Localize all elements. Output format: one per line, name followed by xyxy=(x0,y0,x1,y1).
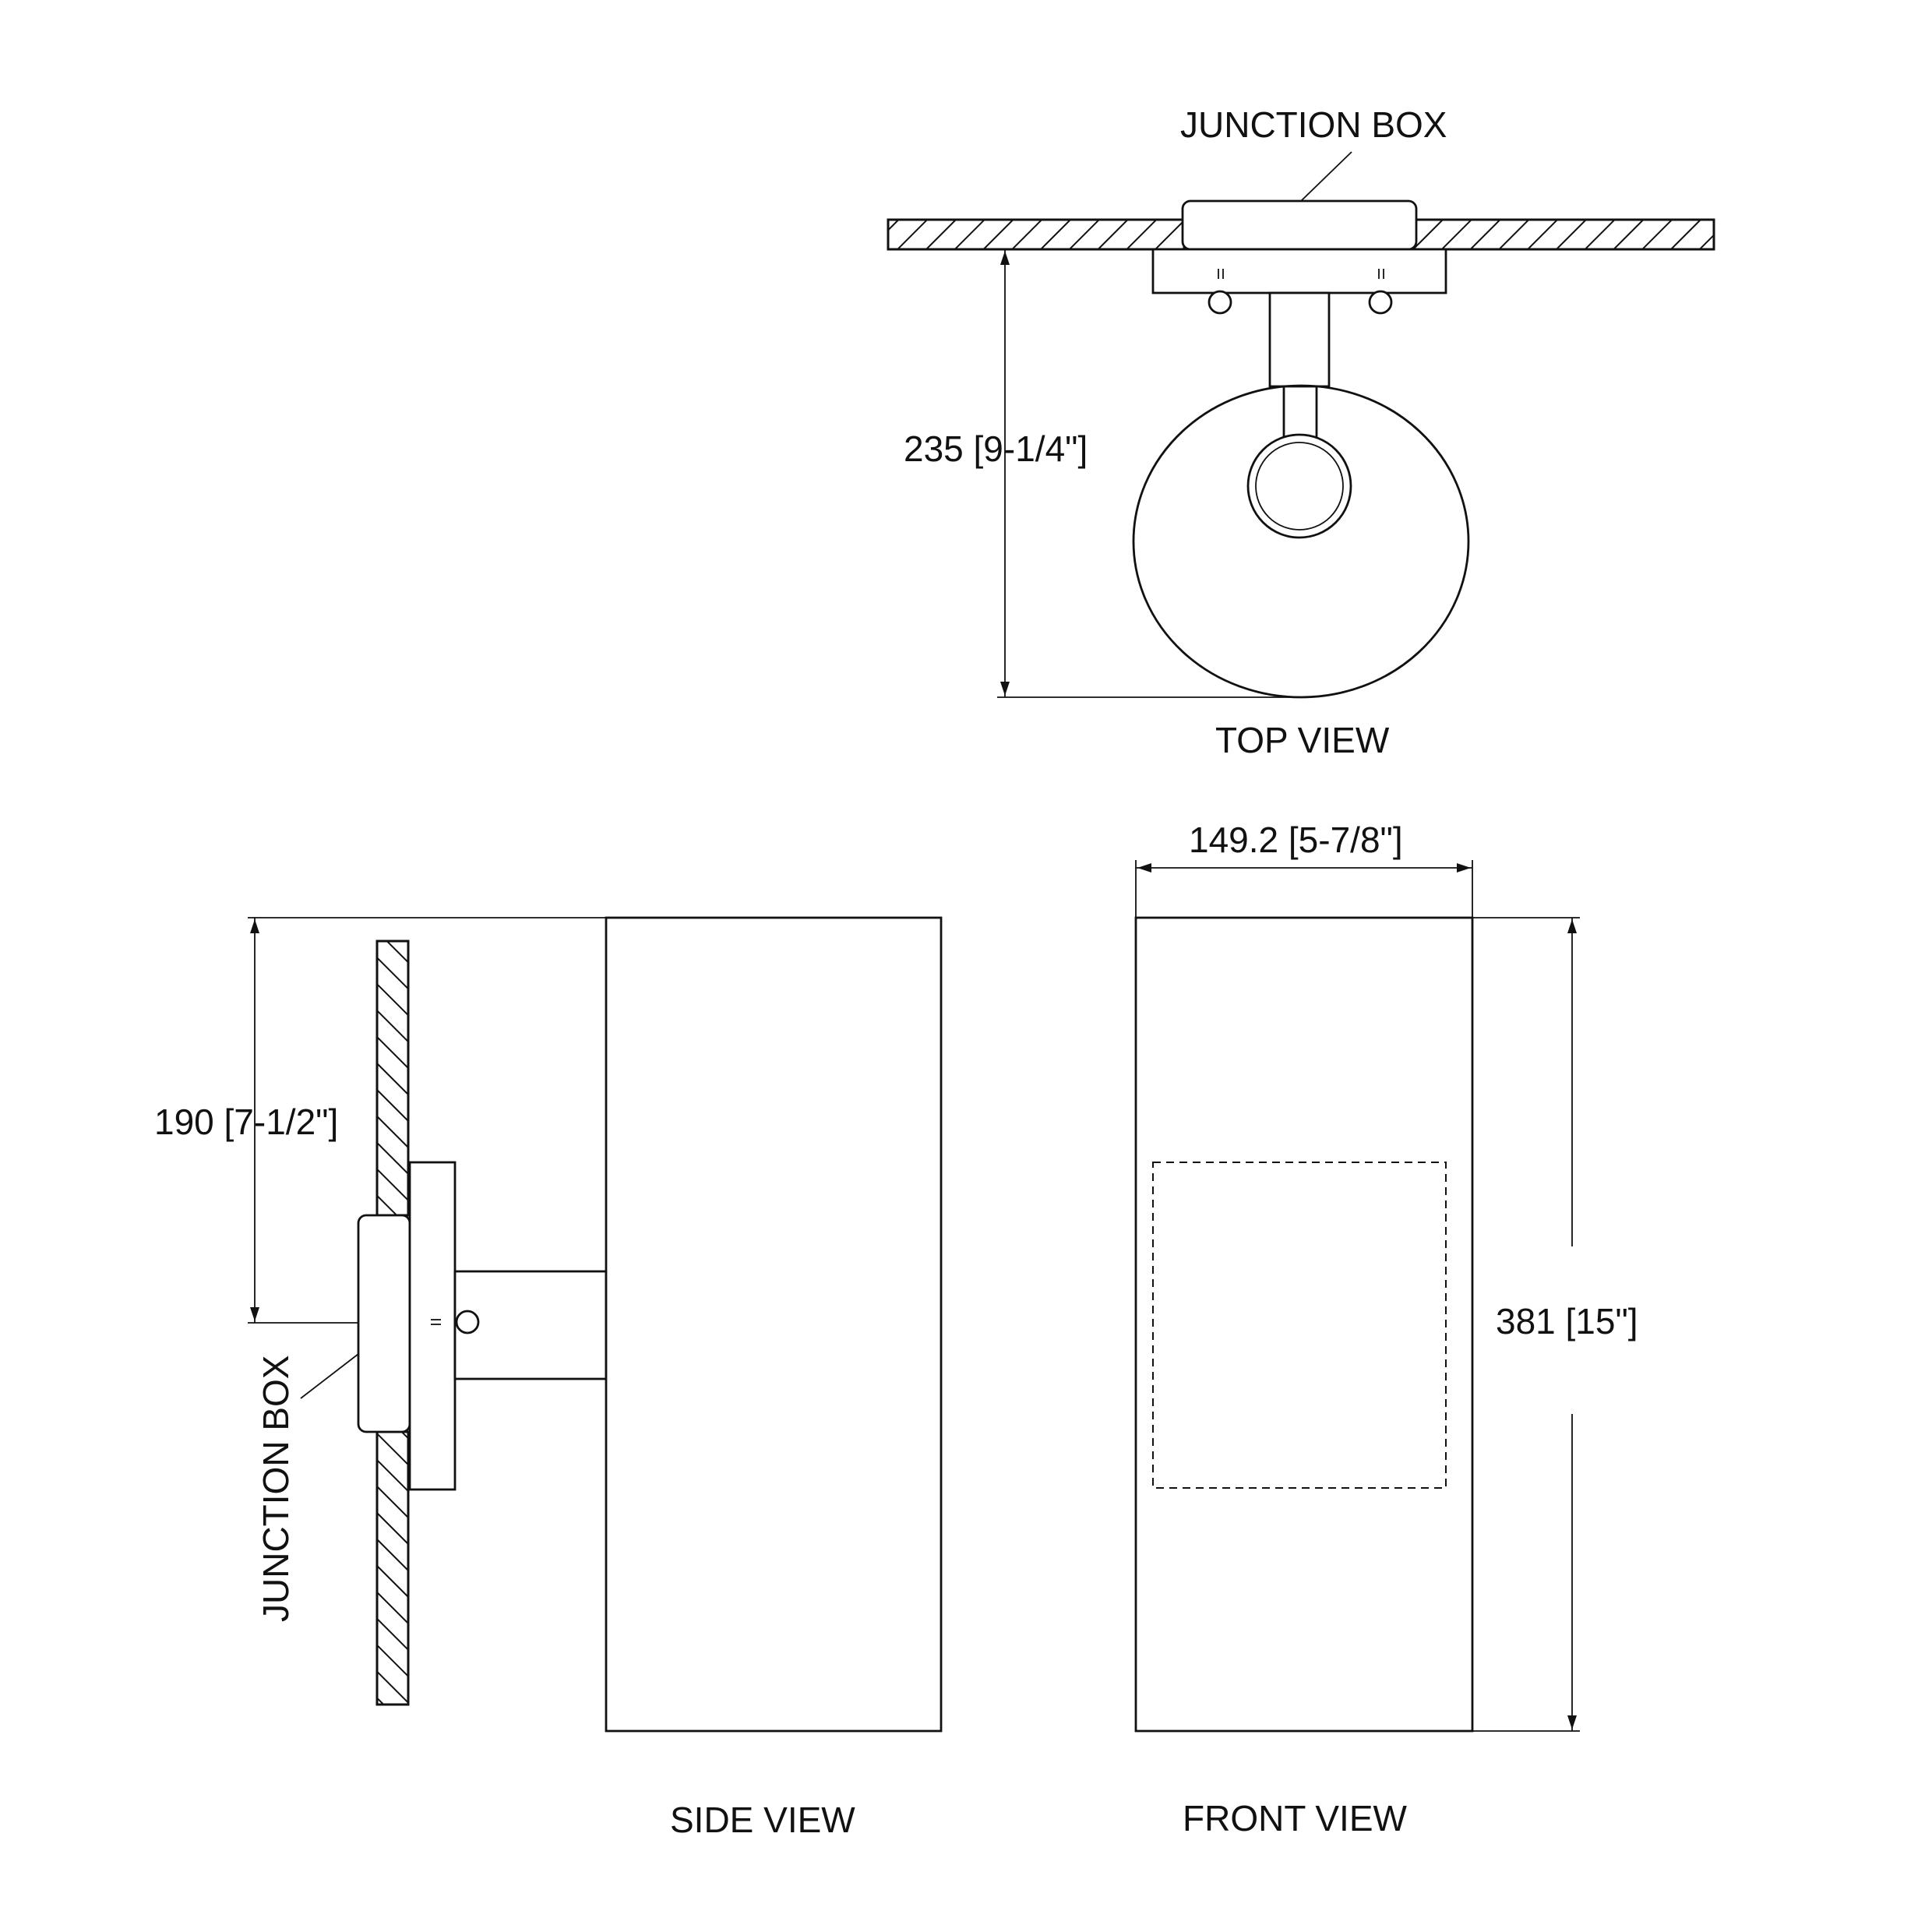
top-wall-section-left xyxy=(887,218,1186,251)
top-depth-label: 235 [9-1/4"] xyxy=(904,428,1088,469)
side-height-dimension xyxy=(248,917,606,1324)
front-view-label: FRONT VIEW xyxy=(1183,1798,1408,1839)
side-height-label: 190 [7-1/2"] xyxy=(154,1102,338,1142)
front-height-label: 381 [15"] xyxy=(1496,1301,1638,1341)
front-width-dimension xyxy=(1135,860,1473,918)
side-shade xyxy=(605,916,943,1733)
top-view-label: TOP VIEW xyxy=(1215,720,1390,760)
front-height-dimension xyxy=(1472,917,1580,1732)
side-view-label: SIDE VIEW xyxy=(670,1800,855,1840)
top-depth-dimension xyxy=(997,249,1301,698)
front-shade xyxy=(1134,916,1474,1733)
side-callout-leader xyxy=(300,1353,359,1399)
top-arm xyxy=(1268,291,1331,388)
top-arm-inner xyxy=(1282,385,1318,442)
front-view: 149.2 [5-7/8"] 381 [15"] FRONT VIEW xyxy=(1134,820,1638,1839)
side-screw xyxy=(431,1310,480,1334)
side-junction-box xyxy=(357,1214,411,1433)
top-lamp-ring-outer xyxy=(1246,433,1352,539)
front-backplate-hidden xyxy=(1152,1162,1447,1489)
top-callout-leader xyxy=(1300,151,1352,202)
front-width-label: 149.2 [5-7/8"] xyxy=(1189,820,1403,860)
top-view: JUNCTION BOX 235 [9-1/4"] TOP VIEW xyxy=(887,104,1715,760)
side-backplate xyxy=(408,1161,457,1491)
side-wall-section-upper xyxy=(375,940,410,1217)
side-callout-text: JUNCTION BOX xyxy=(256,1356,296,1622)
side-wall-section-lower xyxy=(375,1430,410,1706)
side-view: 190 [7-1/2"] JUNCTION BOX SIDE VIEW xyxy=(154,916,943,1840)
top-junction-box xyxy=(1181,199,1418,251)
top-lamp-ring-inner xyxy=(1255,442,1344,531)
top-backplate xyxy=(1151,248,1447,294)
top-screw-left xyxy=(1208,269,1232,315)
top-wall-section-right xyxy=(1401,218,1715,251)
top-callout-text: JUNCTION BOX xyxy=(1180,104,1447,145)
top-screw-right xyxy=(1368,269,1393,315)
